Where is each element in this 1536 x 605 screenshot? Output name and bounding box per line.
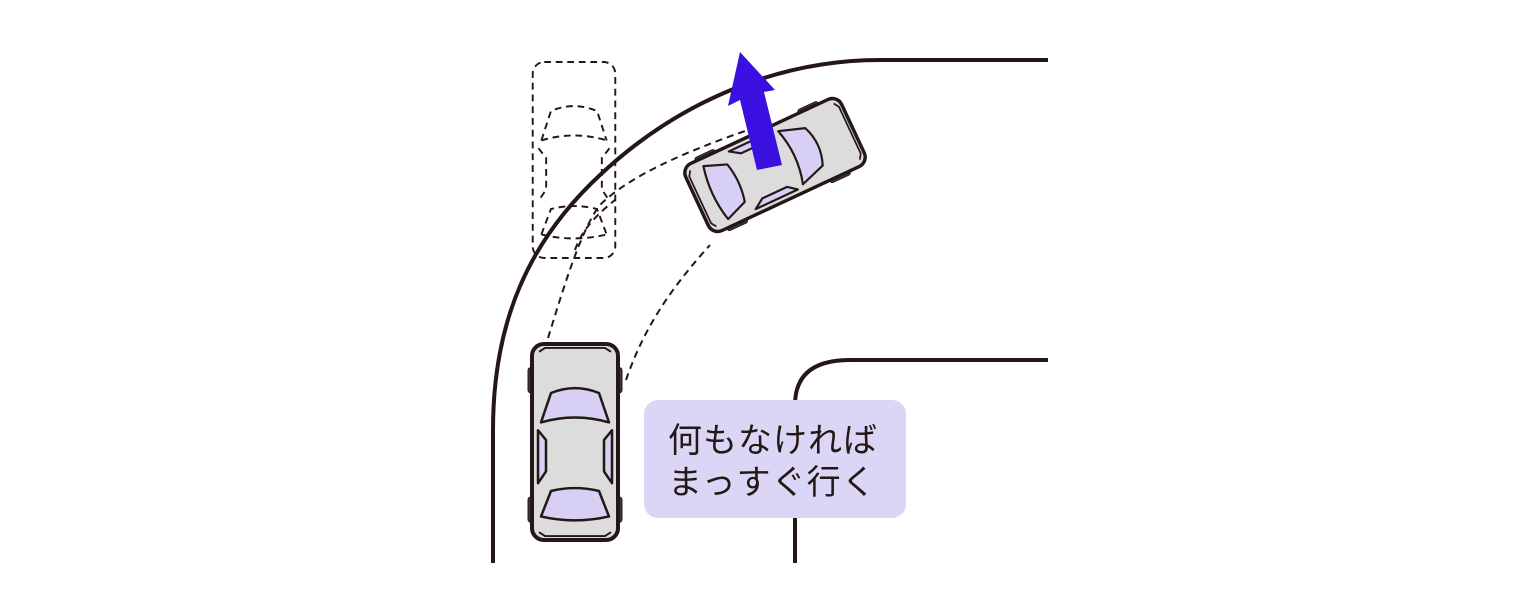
callout-line-2: まっすぐ行く — [668, 463, 877, 503]
road-outer-edge — [491, 58, 1048, 563]
instruction-callout: 何もなければ まっすぐ行く — [644, 400, 906, 518]
trajectory-line — [625, 244, 711, 381]
trajectory-line — [547, 129, 749, 339]
ghost-car — [531, 61, 617, 259]
trajectory-line — [574, 199, 616, 251]
arrow-up-icon — [728, 52, 782, 170]
current-car — [526, 342, 624, 542]
callout-line-1: 何もなければ — [668, 421, 878, 461]
